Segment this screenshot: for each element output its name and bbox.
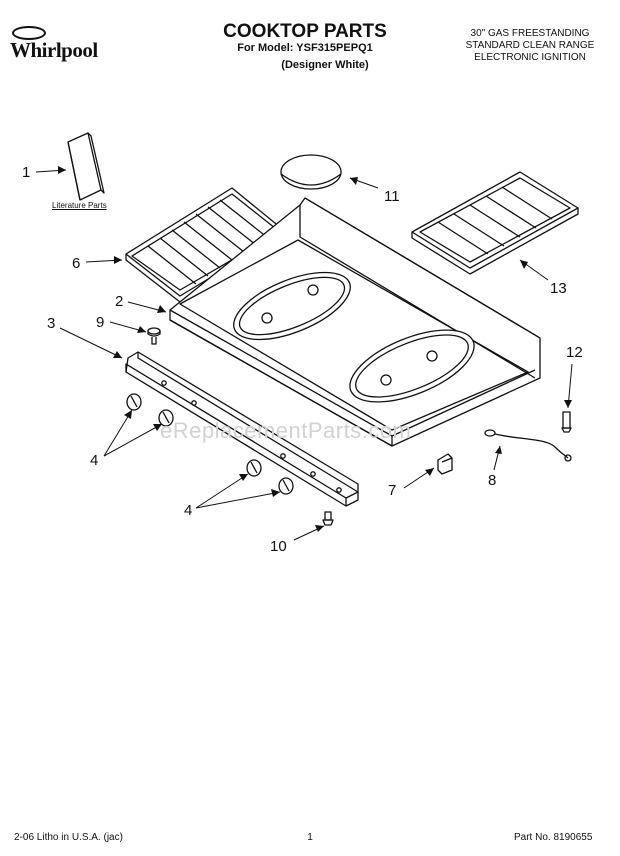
spring-clip — [437, 453, 453, 475]
control-knobs — [126, 393, 294, 495]
page-title: COOKTOP PARTS — [223, 21, 387, 42]
callout-10: 10 — [270, 538, 287, 555]
callout-13: 13 — [550, 280, 567, 297]
callout-2: 2 — [115, 293, 124, 310]
callout-6: 6 — [72, 255, 81, 272]
screw-10 — [322, 511, 334, 526]
spec-line: STANDARD CLEAN RANGE — [465, 40, 595, 51]
logo-emblem — [12, 26, 46, 40]
callout-1: 1 — [22, 164, 31, 181]
callout-11: 11 — [384, 188, 400, 205]
cooktop-main-panel — [169, 197, 541, 447]
model-variant: (Designer White) — [281, 59, 369, 71]
brand-name: Whirlpool — [10, 38, 98, 62]
page-number: 1 — [307, 832, 313, 843]
burner-cap-part — [280, 154, 342, 190]
literature-parts-label: Literature Parts — [52, 201, 107, 210]
print-info: 2-06 Litho in U.S.A. (jac) — [14, 832, 123, 843]
right-grate-part — [411, 171, 579, 275]
whirlpool-logo: Whirlpool — [10, 26, 120, 62]
screw-12 — [561, 411, 572, 433]
leader-arrowheads — [58, 166, 572, 532]
callout-3: 3 — [47, 315, 56, 332]
literature-booklet — [67, 132, 105, 201]
screw-9 — [147, 327, 161, 345]
callout-4b: 4 — [184, 502, 193, 519]
spec-line: 30" GAS FREESTANDING — [470, 28, 590, 39]
callout-9: 9 — [96, 314, 105, 331]
part-number: Part No. 8190655 — [514, 832, 593, 843]
callout-7: 7 — [388, 482, 397, 499]
callout-8: 8 — [488, 472, 497, 489]
model-line: For Model: YSF315PEPQ1 — [237, 42, 373, 54]
igniter-wire — [484, 429, 572, 462]
watermark: eReplacementParts.com — [160, 418, 412, 443]
manifold-panel-part — [125, 351, 359, 507]
callout-4: 4 — [90, 452, 99, 469]
spec-block: 30" GAS FREESTANDING STANDARD CLEAN RANG… — [440, 28, 620, 64]
callout-12: 12 — [566, 344, 583, 361]
spec-line: ELECTRONIC IGNITION — [474, 52, 586, 63]
